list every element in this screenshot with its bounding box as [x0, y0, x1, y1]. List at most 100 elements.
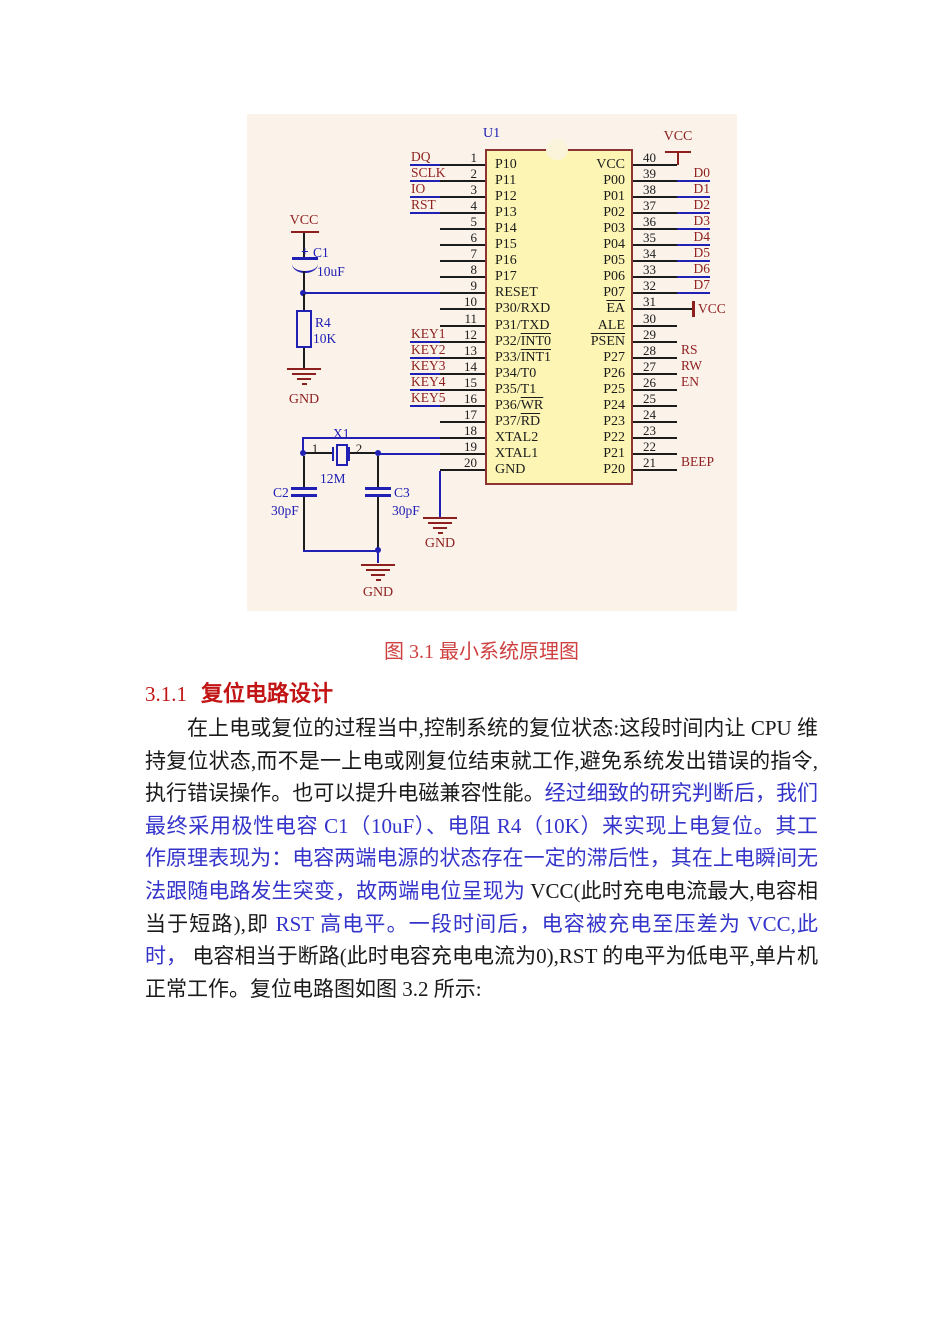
pin-name: P31/TXD	[495, 317, 550, 333]
pin-wire	[440, 404, 485, 407]
pin-number: 21	[643, 454, 656, 470]
net-label: KEY3	[411, 357, 446, 373]
vcc-bar-left	[291, 231, 319, 233]
pin-wire	[440, 324, 485, 327]
pin-number: 20	[464, 454, 477, 470]
net-wire	[410, 340, 440, 343]
pin-wire	[633, 164, 677, 166]
vcc-label-pin40: VCC	[663, 129, 693, 144]
gnd-label-pin20: GND	[424, 536, 456, 551]
pin-number: 34	[643, 246, 656, 262]
net-wire	[677, 180, 710, 183]
pin-wire	[633, 212, 677, 215]
pin-number: 12	[464, 326, 477, 342]
pin-wire	[440, 196, 485, 199]
net-wire	[677, 196, 710, 199]
net-label: IO	[411, 181, 426, 197]
net-label: KEY4	[411, 373, 446, 389]
gnd-label-left: GND	[288, 392, 320, 407]
pin-wire	[440, 436, 485, 439]
pin-name: P20	[603, 461, 625, 477]
pin-number: 23	[643, 422, 656, 438]
vcc-label-pin31: VCC	[698, 301, 726, 317]
pin-name: P30/RXD	[495, 301, 551, 317]
pin-wire	[633, 388, 677, 391]
chip-designator: U1	[483, 126, 501, 141]
pin-number: 13	[464, 342, 477, 358]
pin-number: 30	[643, 310, 656, 326]
net-label: RW	[681, 357, 703, 373]
pin-name: P24	[603, 397, 625, 413]
pin-wire	[633, 404, 677, 407]
vcc-label-left: VCC	[289, 213, 319, 228]
pin-wire	[633, 420, 677, 423]
x1-pin2: 2	[355, 441, 363, 456]
pin-number: 40	[643, 150, 656, 165]
pin-number: 24	[643, 406, 656, 422]
figure-caption: 图 3.1 最小系统原理图	[384, 641, 579, 663]
pin-name: P12	[495, 189, 517, 205]
pin-number: 33	[643, 262, 656, 278]
net-wire	[304, 292, 440, 295]
net-wire	[677, 228, 710, 231]
pin-wire	[440, 356, 485, 359]
pin-wire	[440, 180, 485, 183]
pin-name: EA	[606, 301, 625, 317]
pin-wire	[633, 436, 677, 439]
c1-polarity: +	[301, 244, 309, 259]
pin-number: 17	[464, 406, 477, 422]
pin-wire	[633, 308, 693, 311]
pin-wire	[633, 180, 677, 183]
pin-name: P21	[603, 445, 625, 461]
paragraph-segment-blue: 经过细致的研究判断后，我们最终采用极性电容 C1（10uF）、电阻 R4（10K…	[145, 781, 819, 903]
c1-value: 10uF	[317, 264, 345, 279]
pin-wire	[440, 452, 485, 455]
pin-name: XTAL1	[495, 445, 539, 461]
pin-wire	[440, 420, 485, 423]
net-label: D4	[693, 229, 711, 245]
c1-plate-bottom	[292, 262, 318, 273]
pin-wire	[633, 292, 677, 295]
net-label: KEY1	[411, 325, 446, 341]
pin-name: P22	[603, 429, 625, 445]
net-wire	[303, 436, 440, 439]
pin-name: P25	[603, 381, 625, 397]
chip-body	[485, 149, 633, 485]
pin-number: 10	[464, 294, 477, 310]
pin-name: P27	[603, 349, 625, 365]
pin-number: 9	[470, 278, 478, 294]
pin-number: 22	[643, 438, 656, 454]
pin-wire	[633, 340, 677, 343]
pin-name: RESET	[495, 285, 538, 301]
pin-name: P14	[495, 221, 517, 237]
pin-name: GND	[495, 461, 526, 477]
pin-wire	[633, 452, 677, 455]
pin-name: P15	[495, 237, 517, 253]
pin-name: ALE	[597, 317, 625, 333]
net-label: BEEP	[681, 453, 715, 469]
pin-name: P01	[603, 189, 625, 205]
pin-wire	[440, 260, 485, 263]
net-wire	[677, 260, 710, 263]
c1-plate-top	[292, 257, 318, 260]
net-label: D6	[693, 261, 711, 277]
pin-name: P36/WR	[495, 397, 544, 413]
r4-body	[296, 310, 312, 348]
pin-wire	[440, 244, 485, 247]
section-title: 复位电路设计	[201, 681, 334, 706]
net-label: D1	[693, 181, 711, 197]
body-paragraph: 在上电或复位的过程当中,控制系统的复位状态:这段时间内让 CPU 维持复位状态,…	[145, 712, 818, 1005]
pin-number: 7	[470, 246, 478, 262]
pin-wire	[633, 356, 677, 359]
pin-name: P23	[603, 413, 625, 429]
net-label: D7	[693, 277, 711, 293]
pin-name: P33/INT1	[495, 349, 552, 365]
pin-wire	[440, 228, 485, 231]
schematic-figure: U1 VCC + C1 10uF R4 10K GND X1 1 2	[247, 114, 737, 611]
net-wire	[677, 212, 710, 215]
c2-ref: C2	[273, 485, 289, 500]
pin-number: 35	[643, 230, 656, 246]
paragraph-segment-black: 电容相当于断路(此时电容充电电流为0),RST 的电平为低电平,单片机正常工作。…	[145, 944, 818, 1001]
net-wire	[410, 196, 440, 199]
pin-number: 5	[470, 214, 478, 230]
